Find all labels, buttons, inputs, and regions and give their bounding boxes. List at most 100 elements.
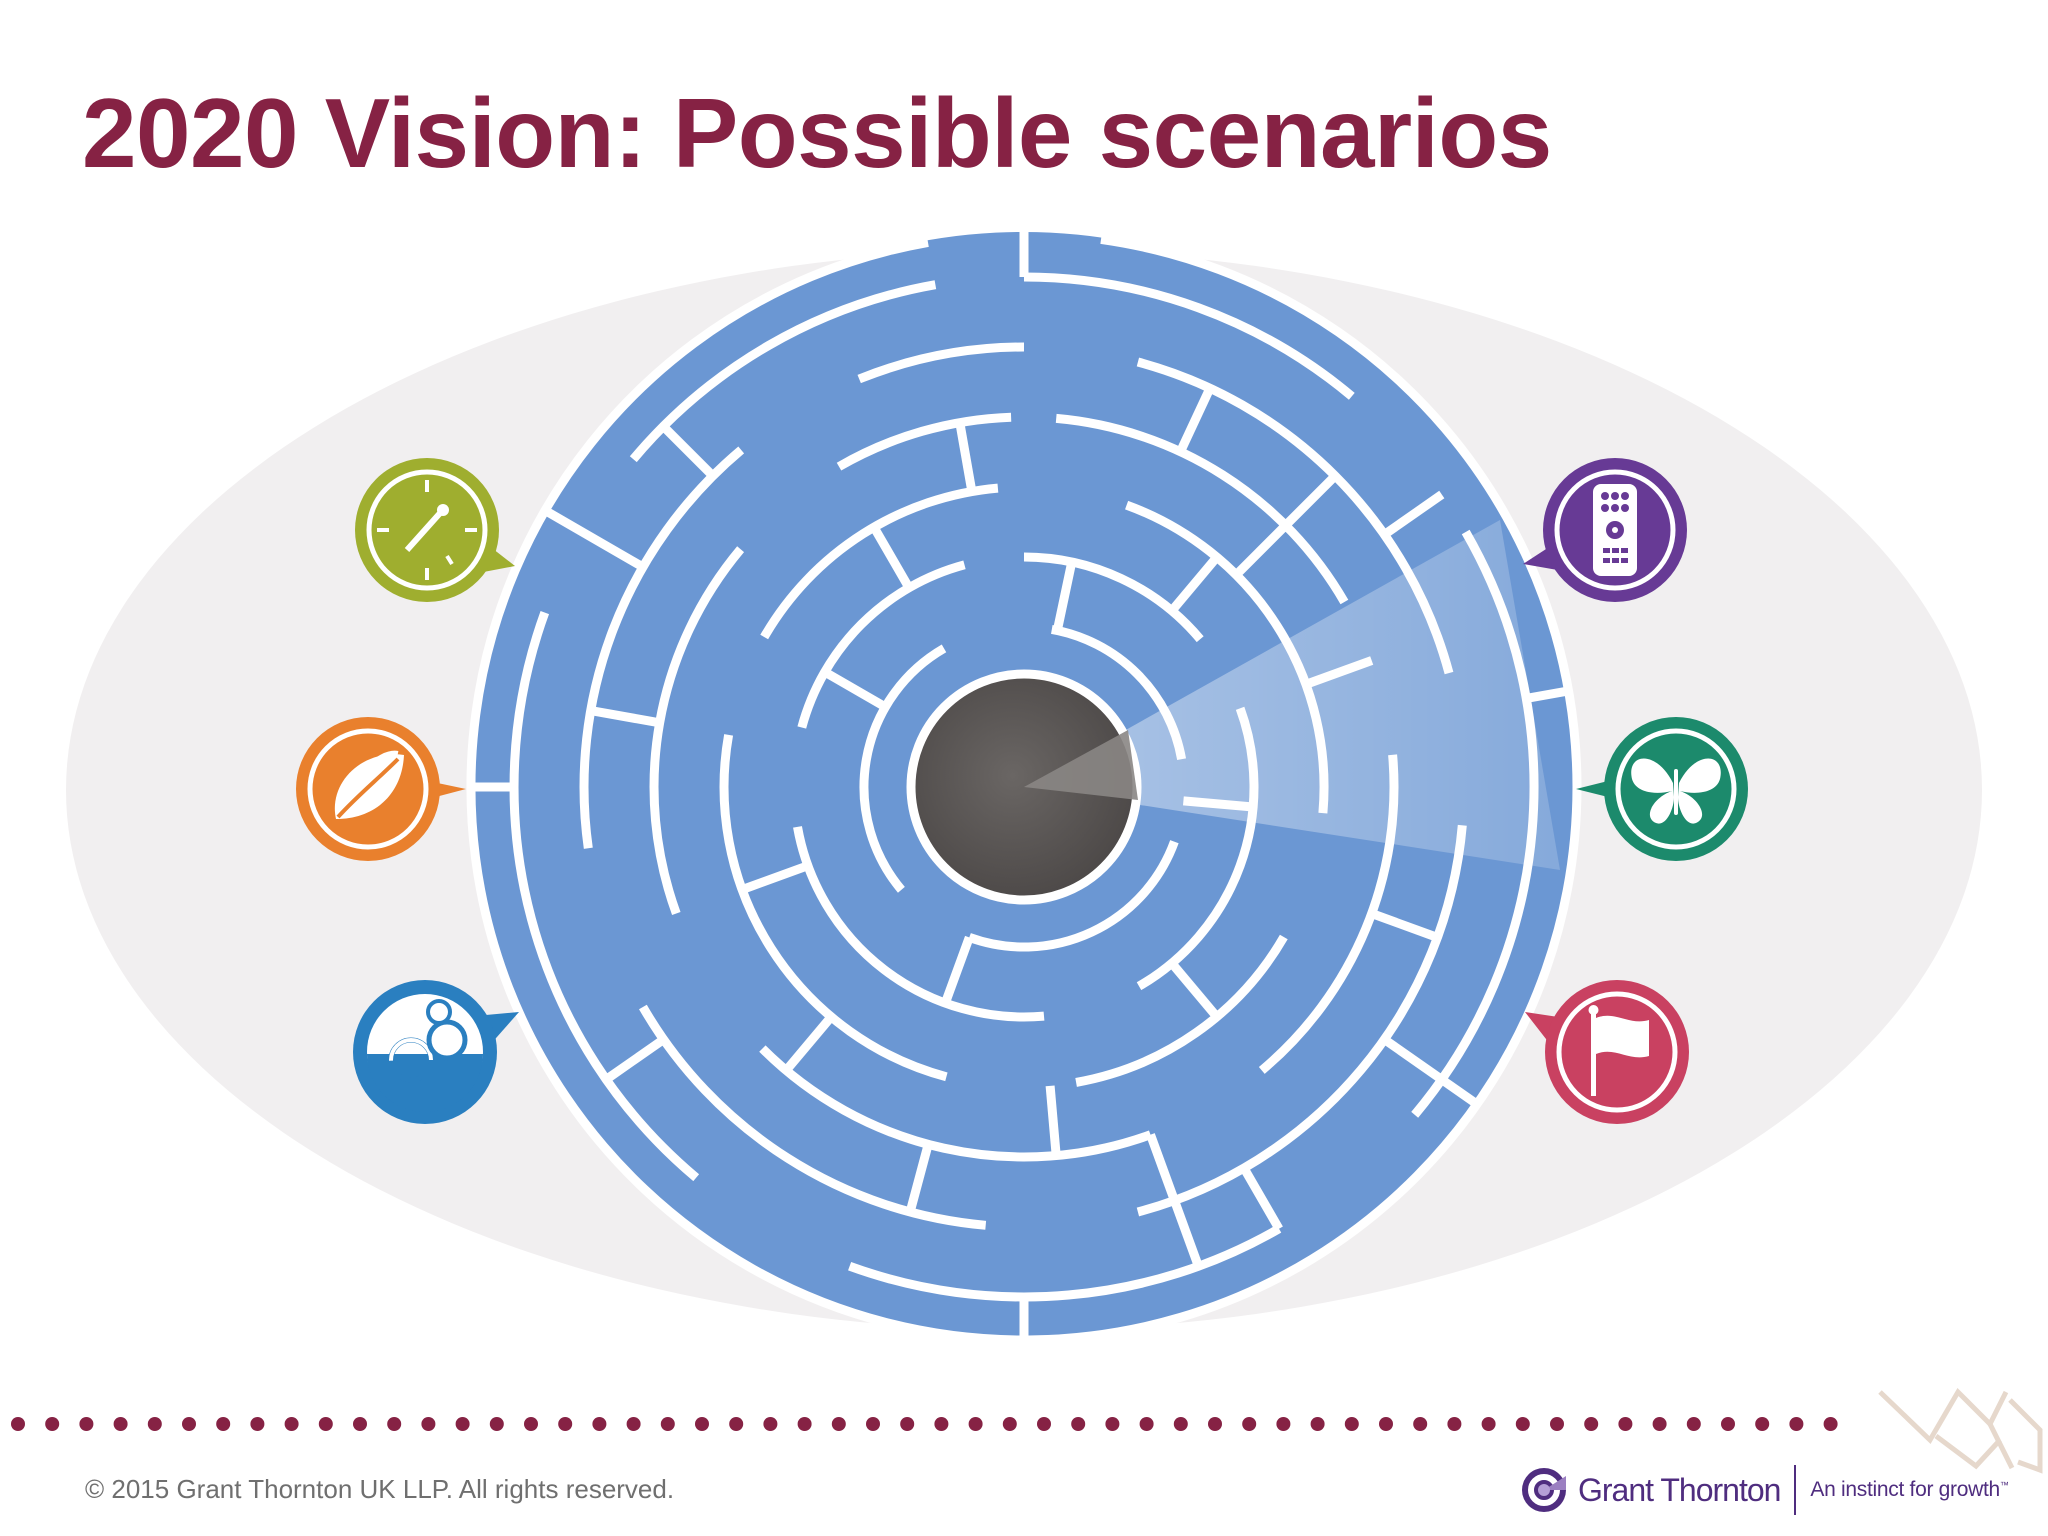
copyright-notice: © 2015 Grant Thornton UK LLP. All rights… <box>85 1474 675 1504</box>
divider-dot <box>797 1417 812 1431</box>
maze-wall <box>870 524 913 591</box>
divider-dot <box>729 1417 744 1431</box>
divider-dot <box>1823 1417 1838 1431</box>
maze-wall <box>1136 824 1467 1217</box>
maze-wall <box>1176 386 1215 454</box>
divider-dot <box>1515 1417 1530 1431</box>
divider-dot <box>216 1417 231 1431</box>
maze-wall <box>1045 1085 1061 1156</box>
slide-title: 2020 Vision: Possible scenarios <box>82 78 1552 188</box>
divider-dot <box>592 1417 607 1431</box>
maze-wall <box>1075 934 1288 1087</box>
divider-dot <box>11 1417 25 1431</box>
maze-wall <box>719 734 948 1082</box>
divider-dot <box>489 1417 504 1431</box>
divider-dot <box>1242 1417 1257 1431</box>
butterfly-icon <box>1576 717 1748 861</box>
grant-thornton-logo: Grant Thornton An instinct for growth™ <box>1520 1462 2009 1518</box>
divider-dot <box>626 1417 641 1431</box>
divider-dot <box>1071 1417 1086 1431</box>
maze-wall <box>649 546 745 916</box>
divider-dot <box>1276 1417 1291 1431</box>
maze-wall <box>1381 490 1445 539</box>
divider-dot <box>182 1417 196 1431</box>
divider-dot <box>79 1417 94 1431</box>
maze-wall <box>1168 960 1221 1020</box>
maze-wall <box>822 668 888 711</box>
divider-dot <box>1447 1417 1462 1431</box>
divider-dot <box>968 1417 983 1431</box>
divider-dot <box>45 1417 60 1431</box>
brand-name: Grant Thornton <box>1578 1471 1781 1508</box>
maze-wall <box>1052 561 1077 632</box>
divider-dot <box>1550 1417 1564 1431</box>
clock-icon <box>355 458 515 602</box>
bubbles-icon <box>353 980 519 1124</box>
maze-wall <box>782 1013 835 1074</box>
maze-wall <box>848 1224 1282 1302</box>
divider-dot <box>147 1417 162 1431</box>
remote-control-icon <box>1523 458 1687 602</box>
maze-wall <box>579 446 745 849</box>
divider-dot <box>1310 1417 1325 1431</box>
light-beam <box>1024 520 1560 870</box>
divider-dot <box>455 1417 470 1431</box>
maze-wall <box>759 1045 1153 1162</box>
divider-dot <box>1037 1417 1051 1431</box>
maze-wall <box>466 234 1582 1345</box>
maze-wall <box>1240 1165 1283 1231</box>
divider-dot <box>421 1417 436 1431</box>
divider-dot <box>250 1417 265 1431</box>
maze-wall <box>1168 554 1221 614</box>
flag-icon <box>1525 980 1689 1124</box>
brand-tagline: An instinct for growth™ <box>1810 1478 2009 1501</box>
maze-wall <box>740 861 810 894</box>
divider-dot <box>1652 1417 1667 1431</box>
divider-dot <box>660 1417 675 1431</box>
maze-wall <box>1023 272 1355 400</box>
maze-wall <box>797 560 966 729</box>
maze-wall <box>955 421 977 493</box>
maze-wall <box>509 611 700 1182</box>
divider-dot <box>1721 1417 1735 1431</box>
maze-wall <box>541 505 646 571</box>
maze-wall <box>859 644 947 893</box>
maze-iris <box>466 232 1582 1345</box>
maze-wall <box>1381 1035 1482 1109</box>
maze-wall <box>760 483 999 640</box>
maze-wall <box>589 706 661 728</box>
divider-dot <box>1208 1417 1222 1431</box>
maze-wall <box>857 342 1025 384</box>
divider-dot <box>387 1417 402 1431</box>
maze-wall <box>660 423 717 480</box>
divider-dot <box>1344 1417 1359 1431</box>
divider-dot <box>524 1417 538 1431</box>
maze-wall <box>967 840 1179 952</box>
divider-dot <box>1481 1417 1496 1431</box>
maze-wall <box>836 412 1012 471</box>
divider-dot <box>1379 1417 1393 1431</box>
leaf-icon <box>296 717 466 861</box>
pupil-light-wedge <box>1024 730 1138 800</box>
maze-wall <box>1146 1133 1203 1268</box>
maze-wall <box>603 1035 667 1084</box>
maze-wall <box>1023 552 1204 643</box>
divider-dot <box>1618 1417 1633 1431</box>
maze-wall <box>1055 413 1349 605</box>
divider-dot <box>1139 1417 1154 1431</box>
divider-dot <box>1789 1417 1804 1431</box>
divider-dot <box>1413 1417 1428 1431</box>
maze-wall <box>1232 472 1339 579</box>
corner-decoration <box>1878 1387 2043 1474</box>
divider-dot <box>558 1417 573 1431</box>
divider-dot <box>1173 1417 1188 1431</box>
divider-dot <box>763 1417 778 1431</box>
divider-dot <box>1686 1417 1701 1431</box>
divider-dot <box>1584 1417 1599 1431</box>
maze-wall <box>793 826 1045 1022</box>
divider-dot <box>695 1417 709 1431</box>
divider-dot <box>831 1417 846 1431</box>
maze-wall <box>639 1004 987 1230</box>
